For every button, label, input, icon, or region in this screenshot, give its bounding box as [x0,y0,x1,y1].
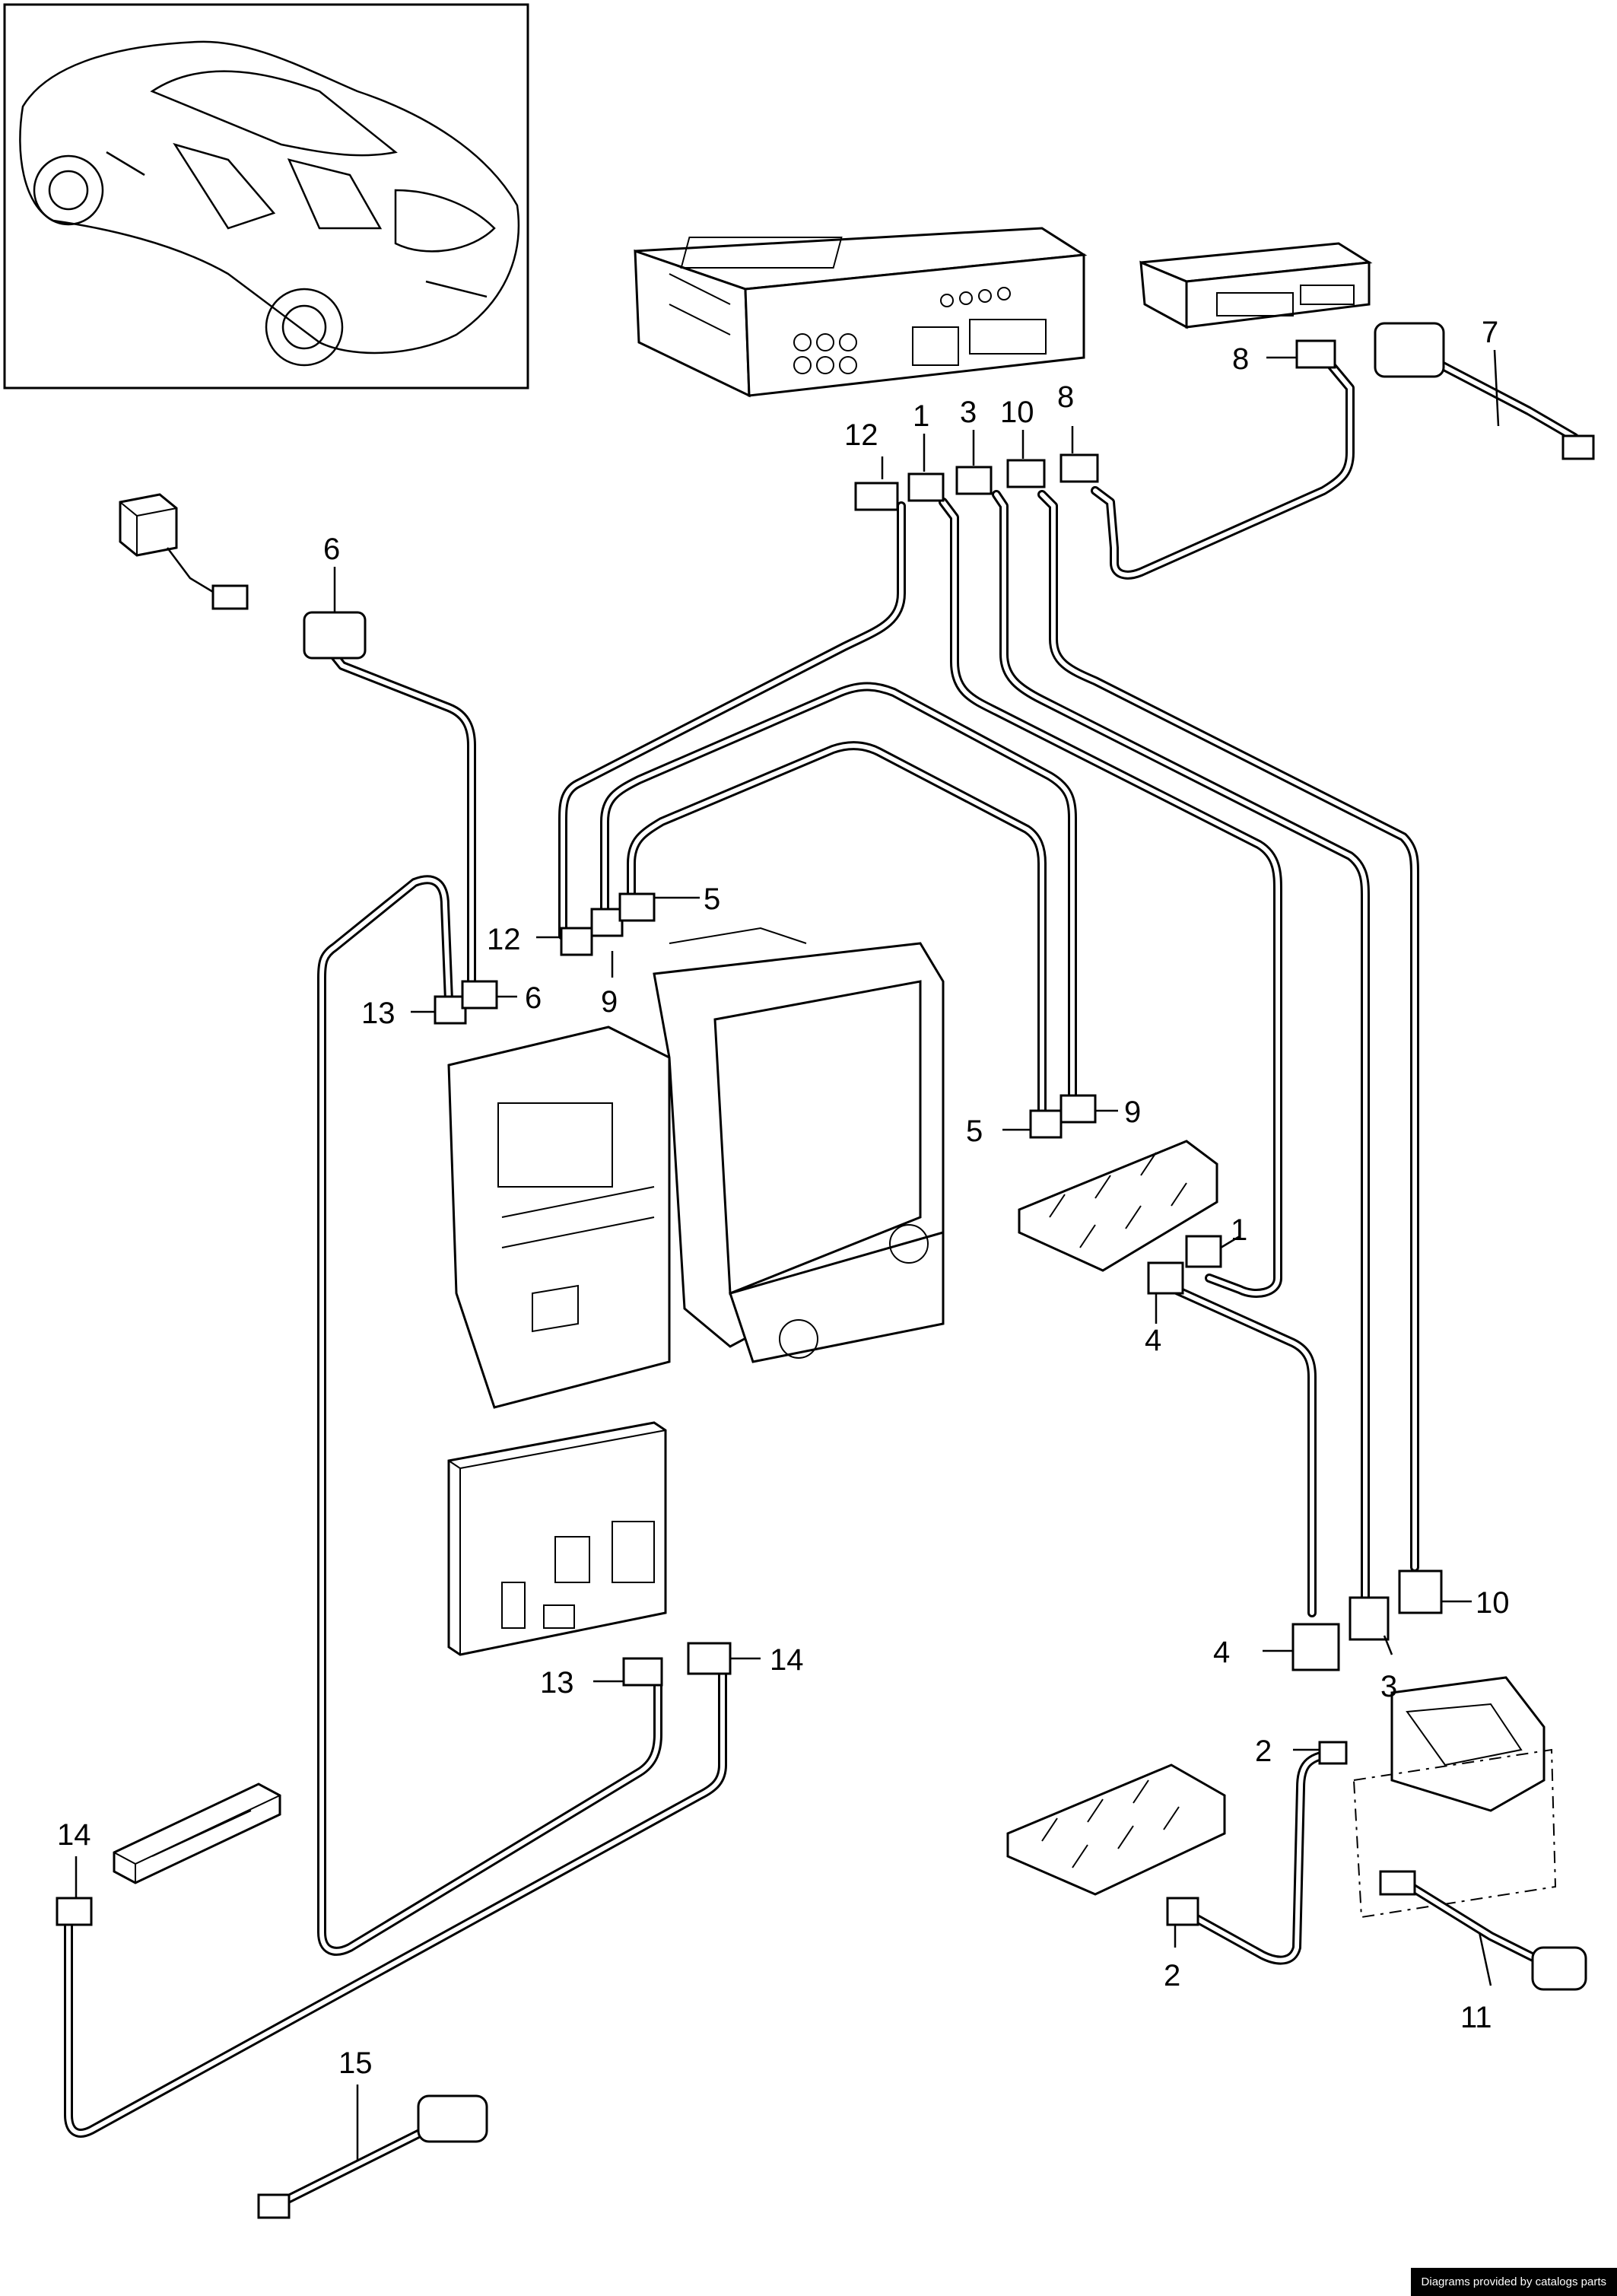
leader-lines [75,349,1500,2161]
callout-8-top: 8 [1057,380,1074,414]
connector-11-head [1531,1946,1587,1991]
callout-1-bottom: 1 [1231,1213,1247,1247]
callout-6-bottom: 6 [525,981,542,1015]
connector-10-bottom [1398,1569,1443,1614]
connector-6-mid [461,980,498,1010]
callout-2-bottom: 2 [1164,1959,1180,1992]
connector-2-right [1318,1741,1348,1765]
callout-3-bottom: 3 [1380,1670,1397,1703]
connector-9-mid [590,908,624,937]
callout-14-left: 14 [57,1818,91,1852]
callout-13-left: 13 [361,997,396,1030]
car-outline-icon [19,40,520,367]
connector-11-tail [1379,1870,1416,1896]
connector-14-left [56,1897,93,1926]
callout-15: 15 [338,2046,373,2080]
connector-10-top [1006,459,1046,488]
callout-3-top: 3 [960,396,977,429]
connector-3-top [955,466,993,495]
connector-2-bottom [1166,1897,1199,1926]
callout-13-bottom: 13 [540,1666,574,1700]
connector-3-bottom [1349,1596,1390,1641]
harness-wires [64,361,1579,2211]
connector-12-top [854,482,899,511]
callout-9-left: 9 [601,985,618,1019]
tuner-module [1139,242,1373,329]
connector-13-bottom [622,1657,663,1687]
connector-6-head [303,611,367,660]
callout-6-top: 6 [323,533,340,566]
connector-5-right [1029,1109,1063,1139]
connector-8-right [1295,339,1336,369]
callout-2-right: 2 [1255,1735,1272,1768]
connector-holder-upper [1018,1140,1218,1272]
callout-7: 7 [1482,316,1498,349]
head-unit [447,927,945,1409]
callout-8-right: 8 [1232,342,1249,376]
callout-5-bottom: 5 [966,1115,983,1148]
connector-12-mid [560,927,593,956]
connector-15-tail [257,2193,291,2219]
connector-4-bottom [1291,1623,1340,1671]
vehicle-inset [3,3,529,390]
connector-13-mid [434,995,467,1025]
connector-14-right [687,1642,732,1675]
footer-credit: Diagrams provided by catalogs parts [1410,2268,1617,2296]
callout-1-top: 1 [913,399,929,433]
callout-5-left: 5 [704,882,720,916]
callout-12-top: 12 [844,418,878,452]
connector-1-top [907,472,945,502]
callout-12-left: 12 [487,923,521,956]
connector-holder-lower [1006,1763,1226,1896]
connector-7-tail [1561,434,1595,460]
connector-8-top [1059,453,1099,483]
connector-1-right [1185,1235,1222,1268]
callout-10-top: 10 [1000,396,1034,429]
callout-labels: 12 1 3 10 8 8 7 6 12 9 5 13 6 5 9 1 4 4 … [57,316,1510,2080]
antenna-amplifier [113,1782,281,1884]
connector-4-right [1147,1261,1184,1295]
connectors [56,322,1595,2219]
callout-14-right: 14 [770,1643,804,1677]
antenna-module [119,493,249,610]
connector-7-head [1374,322,1445,378]
callout-10-bottom: 10 [1476,1586,1510,1620]
connector-15-head [417,2094,488,2143]
connector-panel-icon [793,287,1047,374]
callout-4-bottom: 4 [1213,1636,1230,1669]
connector-5-mid [618,892,656,922]
control-unit [447,1421,667,1656]
mounting-bracket [1352,1676,1557,1919]
connector-9-right [1059,1094,1097,1124]
amplifier-unit [634,227,1088,398]
callout-11: 11 [1460,2001,1492,2034]
callout-9-bottom: 9 [1124,1096,1141,1129]
callout-4-mid: 4 [1145,1324,1161,1357]
